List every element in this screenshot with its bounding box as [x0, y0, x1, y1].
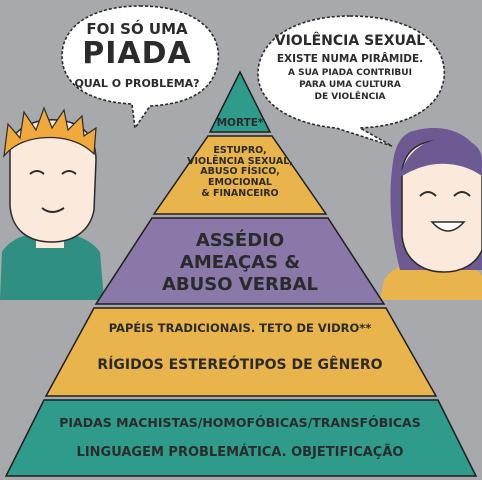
- pyramid-level-2-line: VIOLÊNCIA SEXUAL,: [187, 155, 293, 167]
- pyramid-level-2-line: ESTUPRO,: [213, 145, 267, 156]
- pyramid-level-2-line: ABUSO FÍSICO,: [200, 166, 280, 178]
- boy-character: [0, 106, 104, 300]
- pyramid-level-5: [4, 399, 478, 477]
- right-bubble-line-2: EXISTE NUMA PIRÂMIDE.: [276, 53, 424, 65]
- pyramid-level-3-label: ASSÉDIO AMEAÇAS & ABUSO VERBAL: [120, 230, 360, 296]
- pyramid-level-5-line-1: PIADAS MACHISTAS/HOMOFÓBICAS/TRANSFÓBICA…: [59, 415, 421, 430]
- girl-character: [380, 128, 482, 300]
- pyramid-level-2: [152, 135, 328, 215]
- right-bubble-line-4: PARA UMA CULTURA: [299, 80, 401, 90]
- left-bubble-line-1: FOI SÓ UMA: [86, 20, 188, 38]
- left-bubble-line-3: QUAL O PROBLEMA?: [74, 77, 200, 90]
- right-bubble-line-1: VIOLÊNCIA SEXUAL: [274, 33, 426, 49]
- pyramid-level-2-label: ESTUPRO, VIOLÊNCIA SEXUAL, ABUSO FÍSICO,…: [170, 145, 310, 199]
- pyramid-level-3-line: AMEAÇAS &: [179, 251, 301, 273]
- right-speech-bubble: [257, 15, 446, 147]
- pyramid-level-1: [208, 70, 272, 133]
- right-bubble-line-5: DE VIOLÊNCIA: [314, 92, 386, 102]
- pyramid-level-3-line: ASSÉDIO: [195, 230, 285, 251]
- pyramid: [4, 70, 478, 477]
- pyramid-level-4-line-2: RÍGIDOS ESTEREÓTIPOS DE GÊNERO: [97, 357, 383, 373]
- pyramid-level-2-line: EMOCIONAL: [208, 176, 272, 188]
- pyramid-level-4-line-1: PAPÉIS TRADICIONAIS. TETO DE VIDRO**: [108, 321, 372, 335]
- pyramid-level-4: [44, 307, 438, 397]
- left-bubble-line-2: PIADA: [82, 36, 192, 71]
- right-bubble-line-3: A SUA PIADA CONTRIBUI: [288, 68, 412, 78]
- left-speech-bubble: [61, 5, 220, 131]
- pyramid-level-2-line: & FINANCEIRO: [201, 187, 279, 199]
- pyramid-level-5-line-2: LINGUAGEM PROBLEMÁTICA. OBJETIFICAÇÃO: [76, 445, 404, 460]
- pyramid-level-1-label: MORTE*: [216, 117, 264, 129]
- pyramid-level-3: [94, 217, 386, 305]
- pyramid-level-3-line: ABUSO VERBAL: [161, 273, 318, 295]
